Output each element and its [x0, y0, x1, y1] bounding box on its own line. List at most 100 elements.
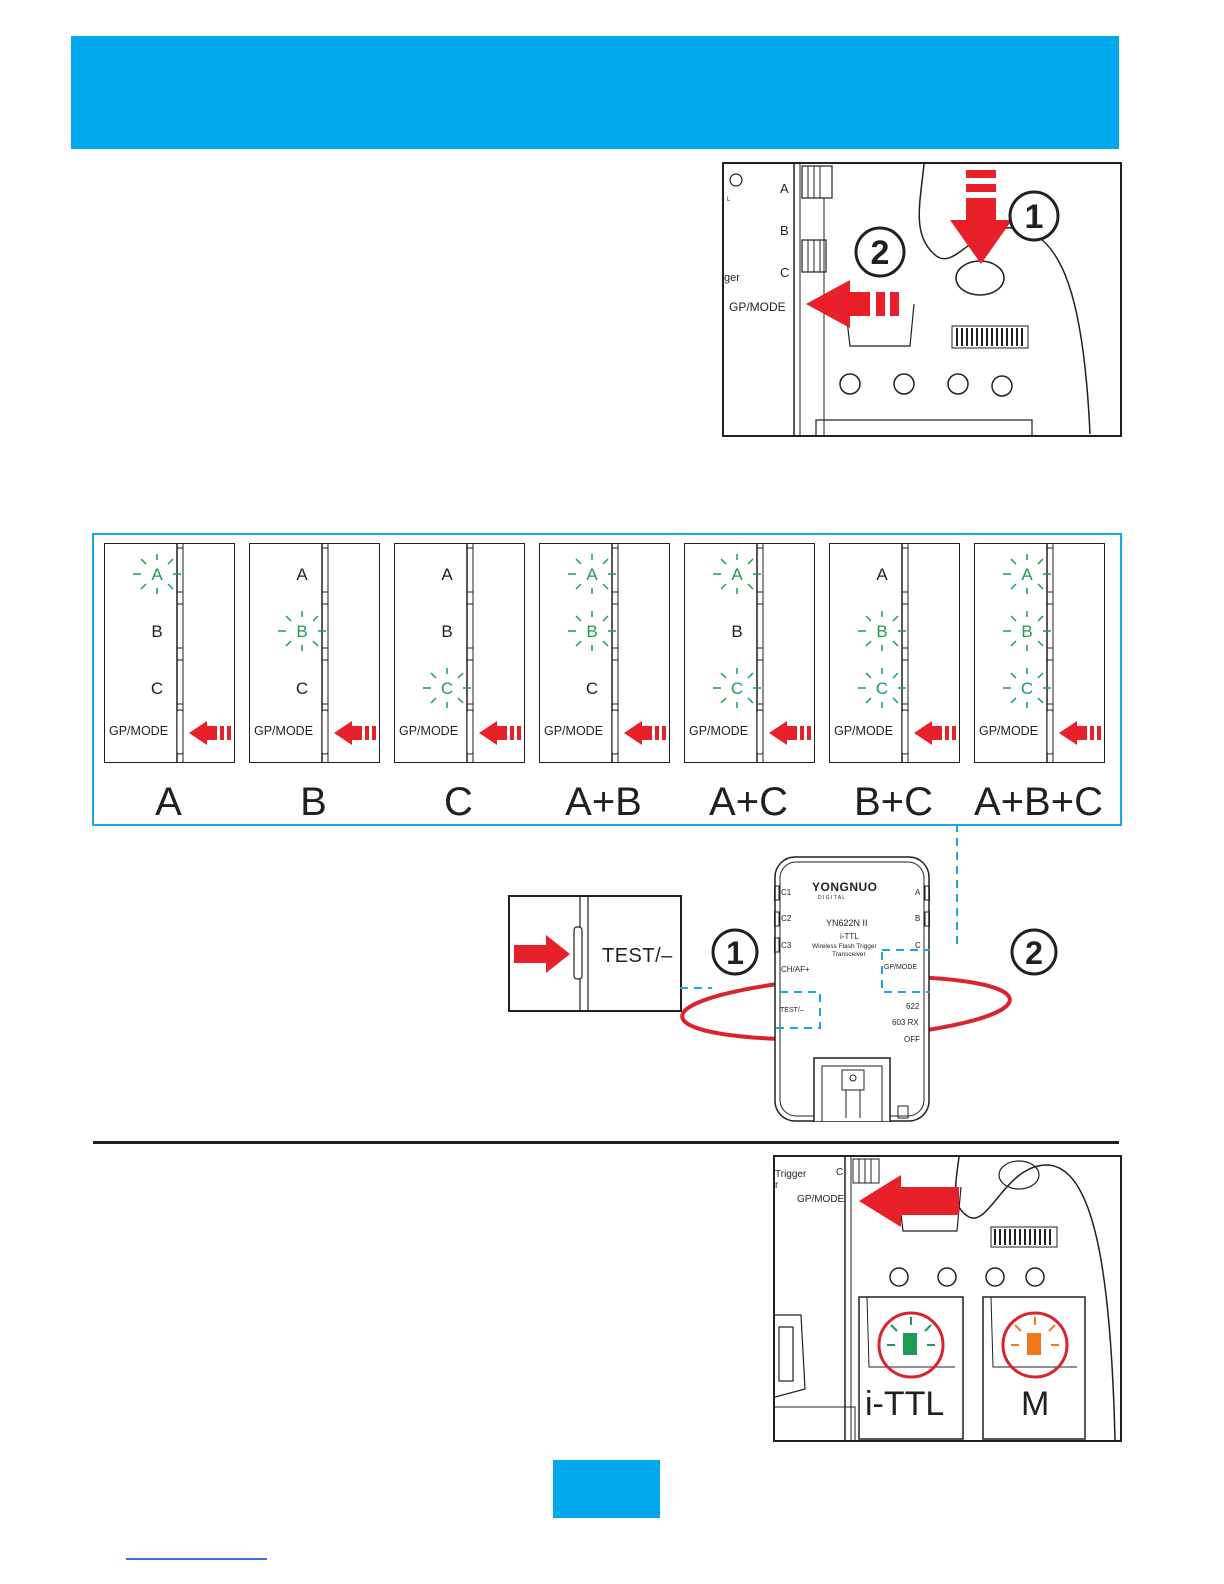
device-test-label: TEST/–	[780, 1007, 804, 1014]
device-desc-1: Wireless Flash Trigger	[812, 943, 877, 950]
group-panel-b-c: A B C GP/MODE	[829, 543, 960, 763]
svg-text:2: 2	[1025, 935, 1043, 971]
group-caption: B	[300, 780, 327, 824]
fig1-label-b: B	[780, 223, 789, 238]
group-letter-a: A	[1021, 565, 1033, 584]
transceiver-device: YONGNUO D I G I T A L YN622N II i-TTL Wi…	[774, 856, 930, 1122]
led-rays-icon	[1003, 668, 1051, 708]
fig3-edge-text-1: Trigger	[775, 1169, 807, 1180]
group-letter-a: A	[586, 565, 598, 584]
gp-mode-label: GP/MODE	[689, 724, 748, 738]
device-brand: YONGNUO	[812, 880, 878, 894]
group-panel-a-b: A B C GP/MODE	[539, 543, 670, 763]
fig3-label-gp-mode: GP/MODE	[797, 1194, 845, 1205]
gp-mode-label: GP/MODE	[544, 724, 603, 738]
led-rays-icon	[713, 554, 761, 594]
fig3-label-c: C	[836, 1167, 843, 1178]
led-rays-icon	[1003, 611, 1051, 651]
gp-mode-label: GP/MODE	[979, 724, 1038, 738]
led-rays-icon	[858, 611, 906, 651]
group-letter-a: A	[296, 565, 308, 584]
led-rays-icon	[1003, 554, 1051, 594]
group-letter-c: C	[151, 679, 163, 698]
device-switch-603rx: 603 RX	[892, 1018, 919, 1027]
press-arrow-icon	[914, 721, 956, 745]
test-inset-label: TEST/–	[602, 945, 673, 967]
group-letter-b: B	[1021, 622, 1032, 641]
fig1-label-c: C	[780, 265, 789, 280]
led-rays-icon	[423, 668, 471, 708]
mode-label-ittl: i-TTL	[865, 1385, 945, 1423]
group-letter-c: C	[876, 679, 888, 698]
gp-mode-label: GP/MODE	[254, 724, 313, 738]
fig3-edge-text-2: r	[775, 1180, 779, 1191]
page-number-tab	[553, 1460, 660, 1518]
fig1-edge-text-2: ger	[724, 272, 740, 284]
group-letter-a: A	[876, 565, 888, 584]
device-label-a: A	[915, 888, 921, 897]
device-label-c2: C2	[781, 914, 792, 923]
fig1-label-a: A	[780, 181, 789, 196]
device-label-c1: C1	[781, 888, 792, 897]
group-letter-c: C	[586, 679, 598, 698]
group-caption: A	[155, 780, 182, 824]
step-1-device-icon: 1	[711, 928, 759, 976]
led-rays-icon	[713, 668, 761, 708]
group-letter-b: B	[731, 622, 742, 641]
device-switch-622: 622	[906, 1002, 920, 1011]
device-desc-2: Transceiver	[832, 951, 866, 958]
group-letter-a: A	[441, 565, 453, 584]
gp-mode-press-arrow-icon	[859, 1175, 959, 1227]
group-panel-a-b-c: A B C GP/MODE	[974, 543, 1105, 763]
group-caption: A+C	[709, 780, 788, 824]
group-letter-b: B	[586, 622, 597, 641]
led-rays-icon	[133, 554, 181, 594]
press-left-arrow-icon	[806, 280, 899, 328]
fig1-label-gp-mode: GP/MODE	[729, 300, 786, 314]
figure-mode-indicator: Trigger r C GP/MODE i-TTL M	[773, 1155, 1122, 1442]
group-letter-b: B	[876, 622, 887, 641]
manual-led-icon	[1001, 1311, 1069, 1379]
group-letter-c: C	[441, 679, 453, 698]
device-model: YN622N II	[826, 918, 868, 928]
device-gp-mode-label: GP/MODE	[884, 964, 918, 971]
press-arrow-icon	[624, 721, 666, 745]
svg-text:1: 1	[1025, 198, 1044, 236]
group-caption: A+B+C	[974, 780, 1103, 824]
mode-label-m: M	[1021, 1385, 1050, 1423]
press-down-arrow-icon	[950, 170, 1012, 264]
led-rays-icon	[278, 611, 326, 651]
svg-text:1: 1	[726, 935, 744, 971]
figure-gp-mode-press: A B C GP/MODE L ger 1 2	[722, 162, 1122, 437]
section-divider	[93, 1141, 1119, 1144]
led-rays-icon	[858, 668, 906, 708]
step-1-icon: 1	[1008, 190, 1060, 242]
press-arrow-icon	[189, 721, 231, 745]
group-letter-c: C	[1021, 679, 1033, 698]
footer-link-line	[126, 1558, 267, 1560]
svg-text:2: 2	[871, 234, 890, 272]
device-label-c3: C3	[781, 941, 792, 950]
header-band	[71, 36, 1119, 149]
group-panel-c: A B C GP/MODE	[394, 543, 525, 763]
group-selection-box: A B C GP/MODE A A B C GP/MODE B A B C GP/MODE C A B C GP/M…	[92, 533, 1122, 826]
led-rays-icon	[568, 554, 616, 594]
test-button-inset: TEST/–	[508, 895, 682, 1012]
group-caption: A+B	[565, 780, 642, 824]
device-label-b: B	[915, 914, 921, 923]
group-letter-c: C	[731, 679, 743, 698]
press-arrow-icon	[1059, 721, 1101, 745]
fig1-edge-text-1: L	[727, 197, 731, 203]
device-switch-off: OFF	[904, 1035, 920, 1044]
group-caption: B+C	[854, 780, 933, 824]
gp-mode-label: GP/MODE	[834, 724, 893, 738]
device-mode: i-TTL	[840, 932, 859, 941]
gp-mode-label: GP/MODE	[399, 724, 458, 738]
press-arrow-icon	[769, 721, 811, 745]
group-letter-b: B	[441, 622, 452, 641]
group-panel-a-c: A B C GP/MODE	[684, 543, 815, 763]
group-letter-a: A	[731, 565, 743, 584]
group-letter-b: B	[151, 622, 162, 641]
device-brand-sub: D I G I T A L	[818, 895, 846, 901]
